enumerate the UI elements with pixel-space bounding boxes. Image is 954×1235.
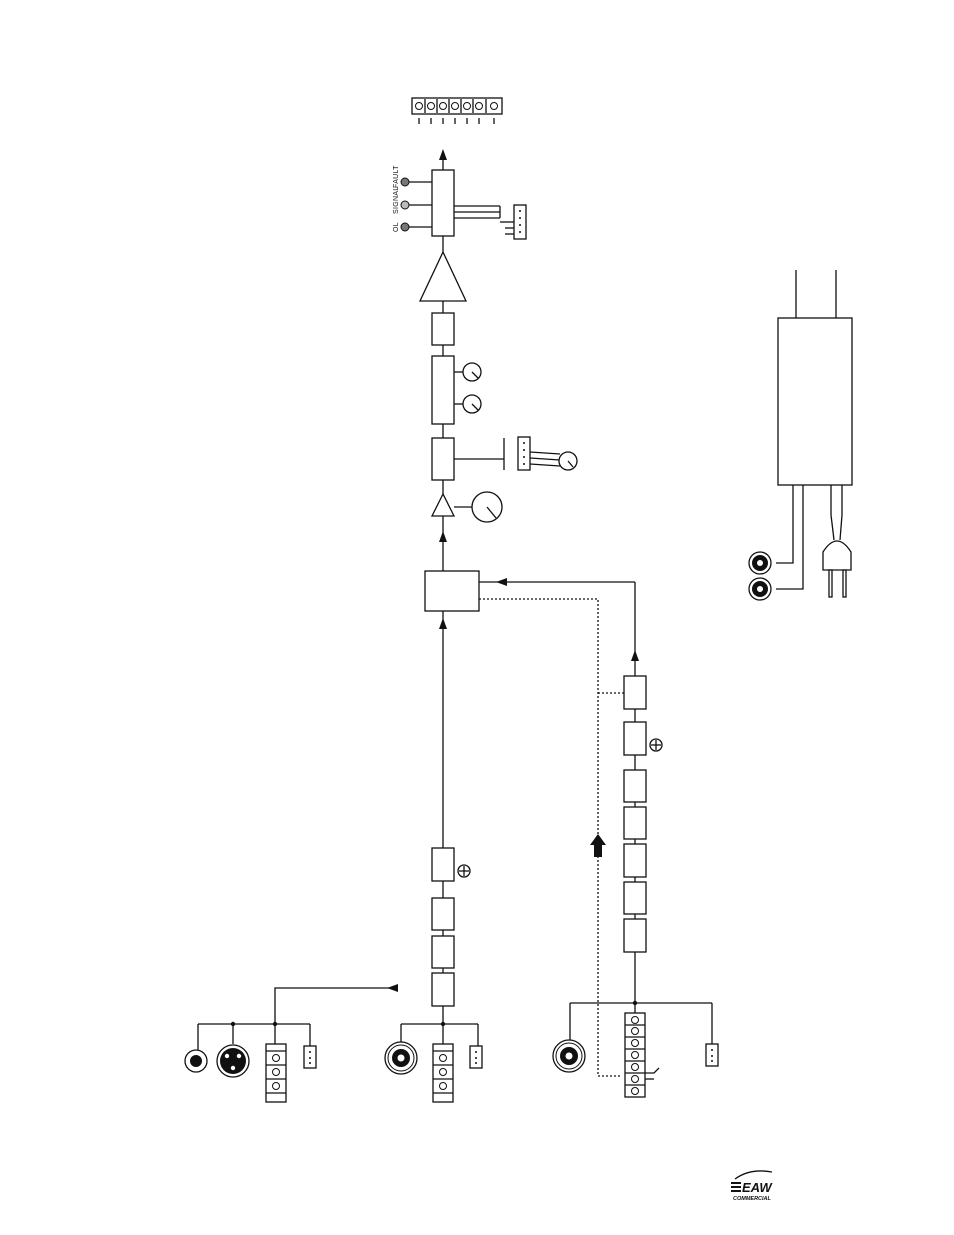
output-terminal-strip: [412, 98, 502, 124]
input-1-connectors: [185, 1022, 316, 1102]
control-path-dotted: [479, 599, 622, 1076]
signal-led-icon: [401, 201, 409, 209]
logo-brand: EAW: [742, 1180, 773, 1195]
limiter-block: [432, 313, 454, 345]
input-2-connectors: [385, 1022, 482, 1102]
remote-block: [432, 437, 577, 480]
power-supply: [749, 270, 852, 600]
signal-label: SIGNAL: [393, 187, 400, 214]
ol-led-icon: [401, 223, 409, 231]
input-mixer-block: [425, 571, 479, 611]
power-plug-icon: [823, 541, 851, 570]
monitor-connector: [500, 205, 526, 239]
input-3-connectors: [553, 1001, 718, 1097]
eaw-commercial-logo: EAW COMMERCIAL: [731, 1171, 773, 1202]
monitor-block: FAULT SIGNAL OL: [393, 165, 526, 239]
channel-a-chain: [432, 848, 470, 1024]
output-arrow: [439, 149, 447, 170]
power-amplifier-icon: [420, 252, 466, 301]
channel-b-chain: [624, 676, 662, 1003]
fault-led-icon: [401, 178, 409, 186]
fault-label: FAULT: [393, 165, 400, 188]
block-arrow-icon: [590, 834, 606, 857]
logo-sub: COMMERCIAL: [733, 1196, 772, 1202]
ol-label: OL: [393, 222, 400, 232]
eq-block: [432, 356, 481, 424]
